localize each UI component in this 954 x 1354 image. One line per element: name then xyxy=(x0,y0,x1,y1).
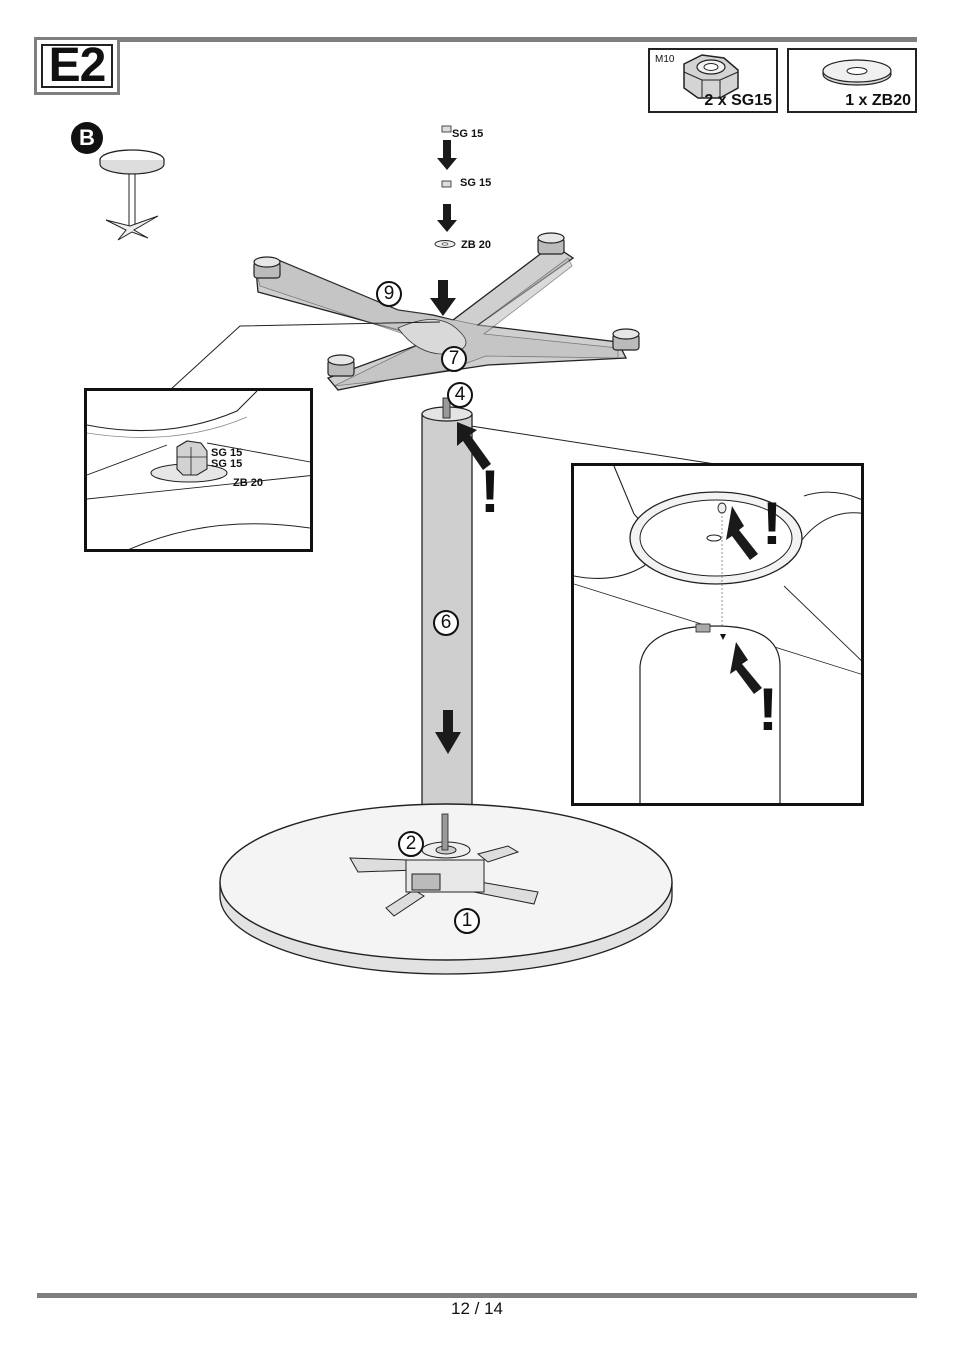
number-2: 2 xyxy=(398,831,424,857)
top-rule xyxy=(37,37,917,42)
step-label: E2 xyxy=(41,42,113,90)
number-9: 9 xyxy=(376,281,402,307)
nut-label-top: SG 15 xyxy=(452,128,484,140)
detail-hardware-drawing xyxy=(87,391,310,549)
variant-badge: B xyxy=(71,122,103,154)
warning-mark-top: ! xyxy=(762,490,782,557)
washer-label: ZB 20 xyxy=(461,239,491,251)
step-badge: E2 xyxy=(34,37,120,95)
detail-nut-label-a: SG 15 xyxy=(211,447,243,459)
page-number: 12 / 14 xyxy=(451,1299,503,1318)
detail-box-alignment: ! ! xyxy=(571,463,864,806)
warning-mark-bottom: ! xyxy=(758,676,778,743)
detail-alignment-drawing xyxy=(574,466,861,803)
number-7: 7 xyxy=(441,346,467,372)
part-count-nut: 2 x SG15 xyxy=(704,92,772,109)
detail-washer-label: ZB 20 xyxy=(233,477,263,489)
number-1: 1 xyxy=(454,908,480,934)
bottom-rule xyxy=(37,1293,917,1298)
number-4: 4 xyxy=(447,382,473,408)
round-plate-illustration xyxy=(219,803,673,975)
nut-label-second: SG 15 xyxy=(460,177,492,189)
detail-nut-label-b: SG 15 xyxy=(211,458,243,470)
washer-icon xyxy=(822,59,892,86)
part-box-washer: 1 x ZB20 xyxy=(787,48,917,113)
part-count-washer: 1 x ZB20 xyxy=(845,92,911,109)
detail-box-hardware: SG 15 SG 15 ZB 20 xyxy=(84,388,313,552)
hardware-arrows xyxy=(434,125,457,248)
hex-nut-icon xyxy=(683,54,739,99)
part-size-label: M10 xyxy=(655,54,675,65)
part-box-nut: M10 2 x SG15 xyxy=(648,48,778,113)
warning-arrow-column xyxy=(457,422,491,470)
table-overview-icon xyxy=(99,149,165,241)
number-6: 6 xyxy=(433,610,459,636)
warning-mark-column: ! xyxy=(480,458,500,525)
